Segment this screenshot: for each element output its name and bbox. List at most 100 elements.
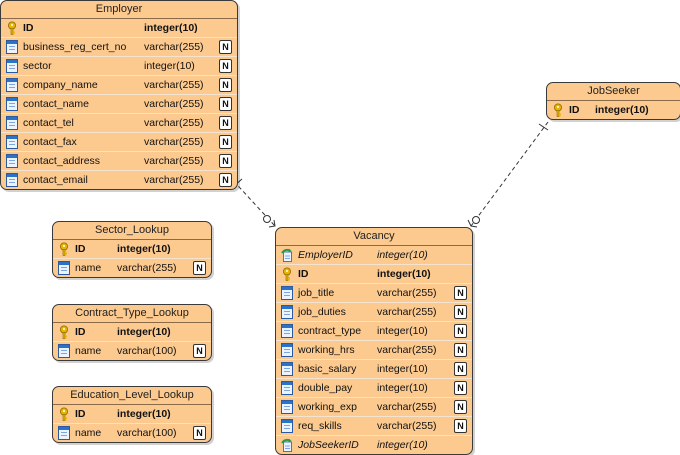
column-name: working_exp [298, 401, 357, 413]
primary-key-icon [6, 21, 18, 35]
column-name: contact_name [23, 98, 89, 110]
entity-title: Employer [1, 1, 237, 19]
column-name: name [75, 262, 102, 274]
column-type: varchar(255) [377, 420, 437, 432]
column-row[interactable]: ID integer(10) [276, 265, 472, 284]
entity-title: Vacancy [276, 228, 472, 246]
column-type: varchar(255) [377, 401, 437, 413]
column-row[interactable]: ID integer(10) [1, 19, 237, 38]
column-type: varchar(255) [144, 41, 204, 53]
entity-title: Contract_Type_Lookup [53, 305, 211, 323]
relationship-jobseeker-vacancy [467, 121, 549, 228]
column-type: integer(10) [144, 22, 198, 34]
column-name: contract_type [298, 325, 362, 337]
nullable-badge: N [454, 400, 467, 414]
foreign-key-icon [281, 248, 293, 262]
column-icon [6, 40, 18, 54]
column-type: integer(10) [377, 249, 428, 261]
nullable-badge: N [454, 419, 467, 433]
column-row[interactable]: contact_fax varchar(255) N [1, 133, 237, 152]
column-name: contact_email [23, 174, 88, 186]
column-type: integer(10) [377, 439, 428, 451]
column-type: integer(10) [117, 408, 171, 420]
nullable-badge: N [219, 173, 232, 187]
nullable-badge: N [454, 286, 467, 300]
column-type: varchar(100) [117, 427, 177, 439]
column-type: varchar(255) [144, 174, 204, 186]
column-type: varchar(255) [144, 117, 204, 129]
column-name: contact_tel [23, 117, 74, 129]
column-type: integer(10) [377, 268, 431, 280]
column-name: ID [75, 408, 86, 420]
column-icon [58, 344, 70, 358]
entity-title: Sector_Lookup [53, 222, 211, 240]
column-icon [6, 154, 18, 168]
column-row[interactable]: ID integer(10) [53, 405, 211, 424]
column-icon [6, 173, 18, 187]
column-icon [281, 343, 293, 357]
nullable-badge: N [193, 344, 206, 358]
column-icon [58, 426, 70, 440]
column-name: contact_address [23, 155, 101, 167]
relationships-layer [228, 121, 549, 228]
column-name: contact_fax [23, 136, 77, 148]
column-row[interactable]: contact_email varchar(255) N [1, 171, 237, 189]
nullable-badge: N [454, 362, 467, 376]
column-type: varchar(255) [144, 136, 204, 148]
column-type: varchar(255) [377, 306, 437, 318]
column-name: basic_salary [298, 363, 357, 375]
column-name: ID [75, 243, 86, 255]
primary-key-icon [58, 407, 70, 421]
column-type: varchar(255) [144, 155, 204, 167]
nullable-badge: N [219, 78, 232, 92]
nullable-badge: N [454, 305, 467, 319]
entity-employer[interactable]: Employer ID integer(10) business_reg_cert_… [0, 0, 238, 190]
column-name: ID [298, 268, 309, 280]
column-icon [6, 135, 18, 149]
column-name: ID [23, 22, 34, 34]
primary-key-icon [552, 103, 564, 117]
primary-key-icon [58, 325, 70, 339]
column-name: sector [23, 60, 52, 72]
column-row[interactable]: req_skills varchar(255) N [276, 417, 472, 436]
column-row[interactable]: working_exp varchar(255) N [276, 398, 472, 417]
column-name: req_skills [298, 420, 342, 432]
column-icon [281, 419, 293, 433]
column-name: double_pay [298, 382, 353, 394]
column-icon [281, 286, 293, 300]
column-type: integer(10) [595, 104, 649, 116]
nullable-badge: N [219, 135, 232, 149]
column-name: business_reg_cert_no [23, 41, 127, 53]
column-type: varchar(255) [377, 287, 437, 299]
